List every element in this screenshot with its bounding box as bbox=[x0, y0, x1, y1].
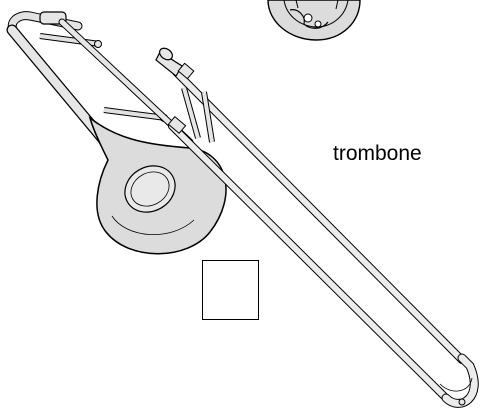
inner-tube bbox=[58, 18, 194, 146]
answer-box[interactable] bbox=[202, 260, 259, 320]
instrument-label: trombone bbox=[333, 142, 422, 165]
french-horn-partial-illustration bbox=[267, 0, 361, 41]
slide-section bbox=[155, 47, 479, 408]
